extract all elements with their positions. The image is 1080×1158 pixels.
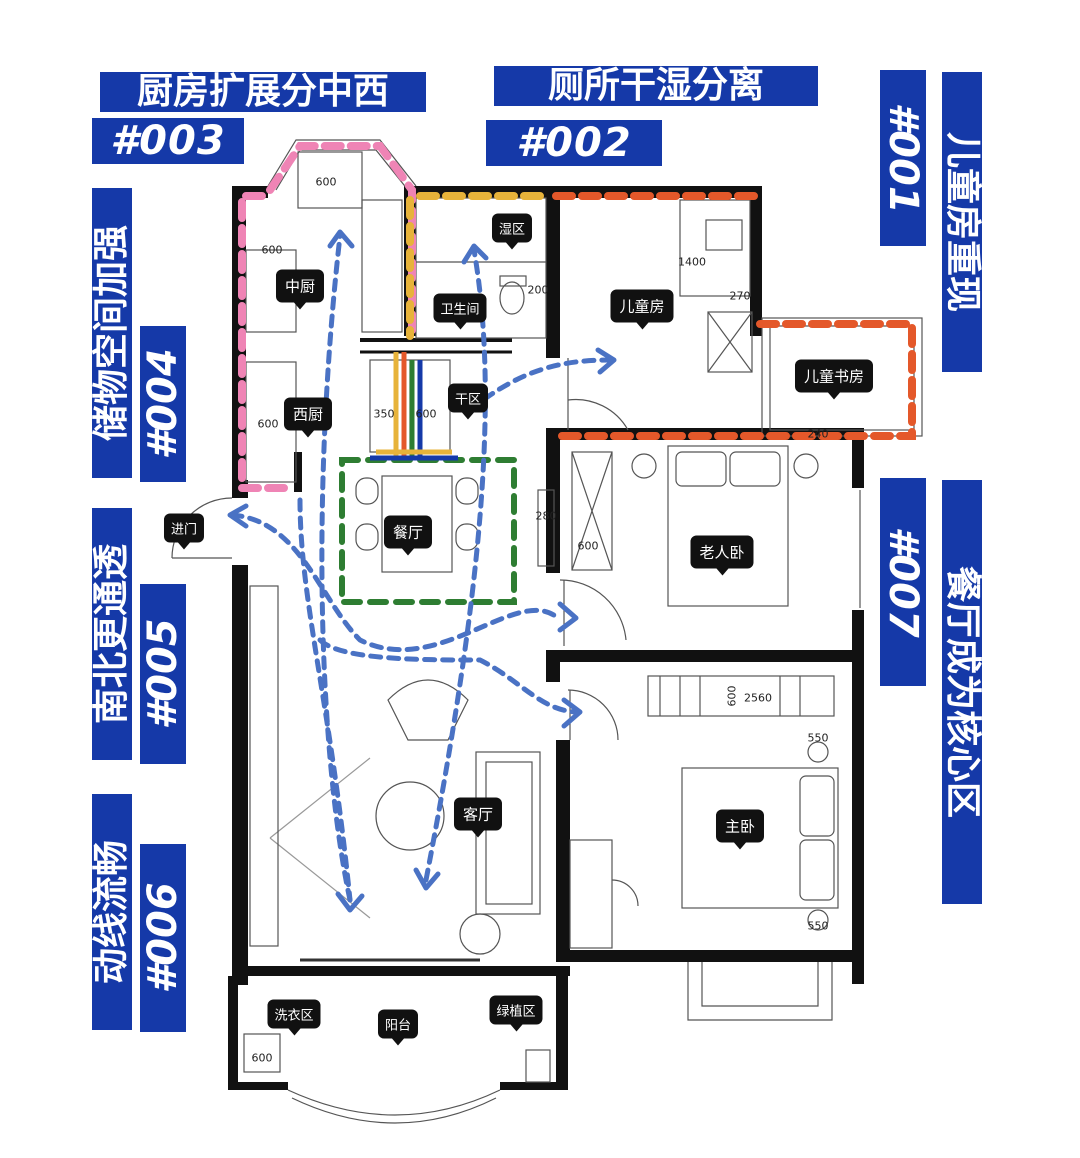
- dim-600-wardrobe: 600: [577, 539, 599, 553]
- dim-600-sink: 600: [315, 175, 337, 189]
- dim-200: 200: [527, 283, 549, 297]
- room-living: 客厅: [453, 797, 503, 838]
- toilet-title-banner: 厕所干湿分离: [494, 66, 818, 106]
- dining-title-banner: 餐厅成为核心区: [942, 480, 983, 904]
- room-chinese-kitchen: 中厨: [275, 269, 325, 310]
- dim-600-master: 600: [725, 685, 739, 707]
- dim-600-kitchen-1: 600: [261, 243, 283, 257]
- kids-tag-banner: #001: [880, 70, 926, 246]
- room-planting: 绿植区: [489, 995, 543, 1032]
- dim-600-dry: 600: [415, 407, 437, 421]
- dim-2560: 2560: [744, 691, 772, 705]
- arrow-heads: [227, 229, 617, 913]
- dim-280: 280: [535, 509, 557, 523]
- dim-550-top: 550: [807, 731, 829, 745]
- room-balcony: 阳台: [377, 1009, 419, 1046]
- room-kids-room: 儿童房: [610, 289, 674, 330]
- plan-lines: [171, 139, 923, 1124]
- room-master-bedroom: 主卧: [715, 809, 765, 850]
- dim-550-bottom: 550: [807, 919, 829, 933]
- dining-tag-banner: #007: [880, 478, 926, 686]
- room-elder-bedroom: 老人卧: [690, 535, 754, 576]
- dim-350: 350: [373, 407, 395, 421]
- room-dry-zone: 干区: [447, 383, 489, 420]
- partition-marks: [370, 352, 458, 461]
- room-western-kitchen: 西厨: [283, 397, 333, 438]
- dim-600-laundry: 600: [251, 1051, 273, 1065]
- dim-600-kitchen-2: 600: [257, 417, 279, 431]
- kids-outline: [552, 192, 916, 440]
- dim-240: 240: [807, 427, 829, 441]
- room-bathroom: 卫生间: [433, 293, 487, 330]
- dashed-outlines: [238, 142, 916, 605]
- kitchen-title-banner: 厨房扩展分中西: [100, 72, 426, 112]
- ventilation-tag-banner: #005: [140, 584, 186, 764]
- storage-title-banner: 储物空间加强: [91, 188, 132, 478]
- toilet-outline: [406, 192, 554, 340]
- room-dining: 餐厅: [383, 515, 433, 556]
- room-wet-zone: 湿区: [491, 213, 533, 250]
- toilet-tag-banner: #002: [486, 120, 662, 166]
- circulation-tag-banner: #006: [140, 844, 186, 1032]
- dim-270: 270: [729, 289, 751, 303]
- storage-tag-banner: #004: [140, 326, 186, 482]
- room-entrance: 进门: [163, 513, 205, 550]
- kitchen-tag-banner: #003: [92, 118, 244, 164]
- ventilation-title-banner: 南北更通透: [91, 508, 132, 760]
- circulation-title-banner: 动线流畅: [91, 794, 132, 1030]
- room-laundry: 洗衣区: [267, 999, 321, 1036]
- kids-title-banner: 儿童房重现: [942, 72, 983, 372]
- room-kids-study: 儿童书房: [794, 359, 874, 400]
- walls: [228, 186, 864, 1090]
- dim-1400: 1400: [678, 255, 706, 269]
